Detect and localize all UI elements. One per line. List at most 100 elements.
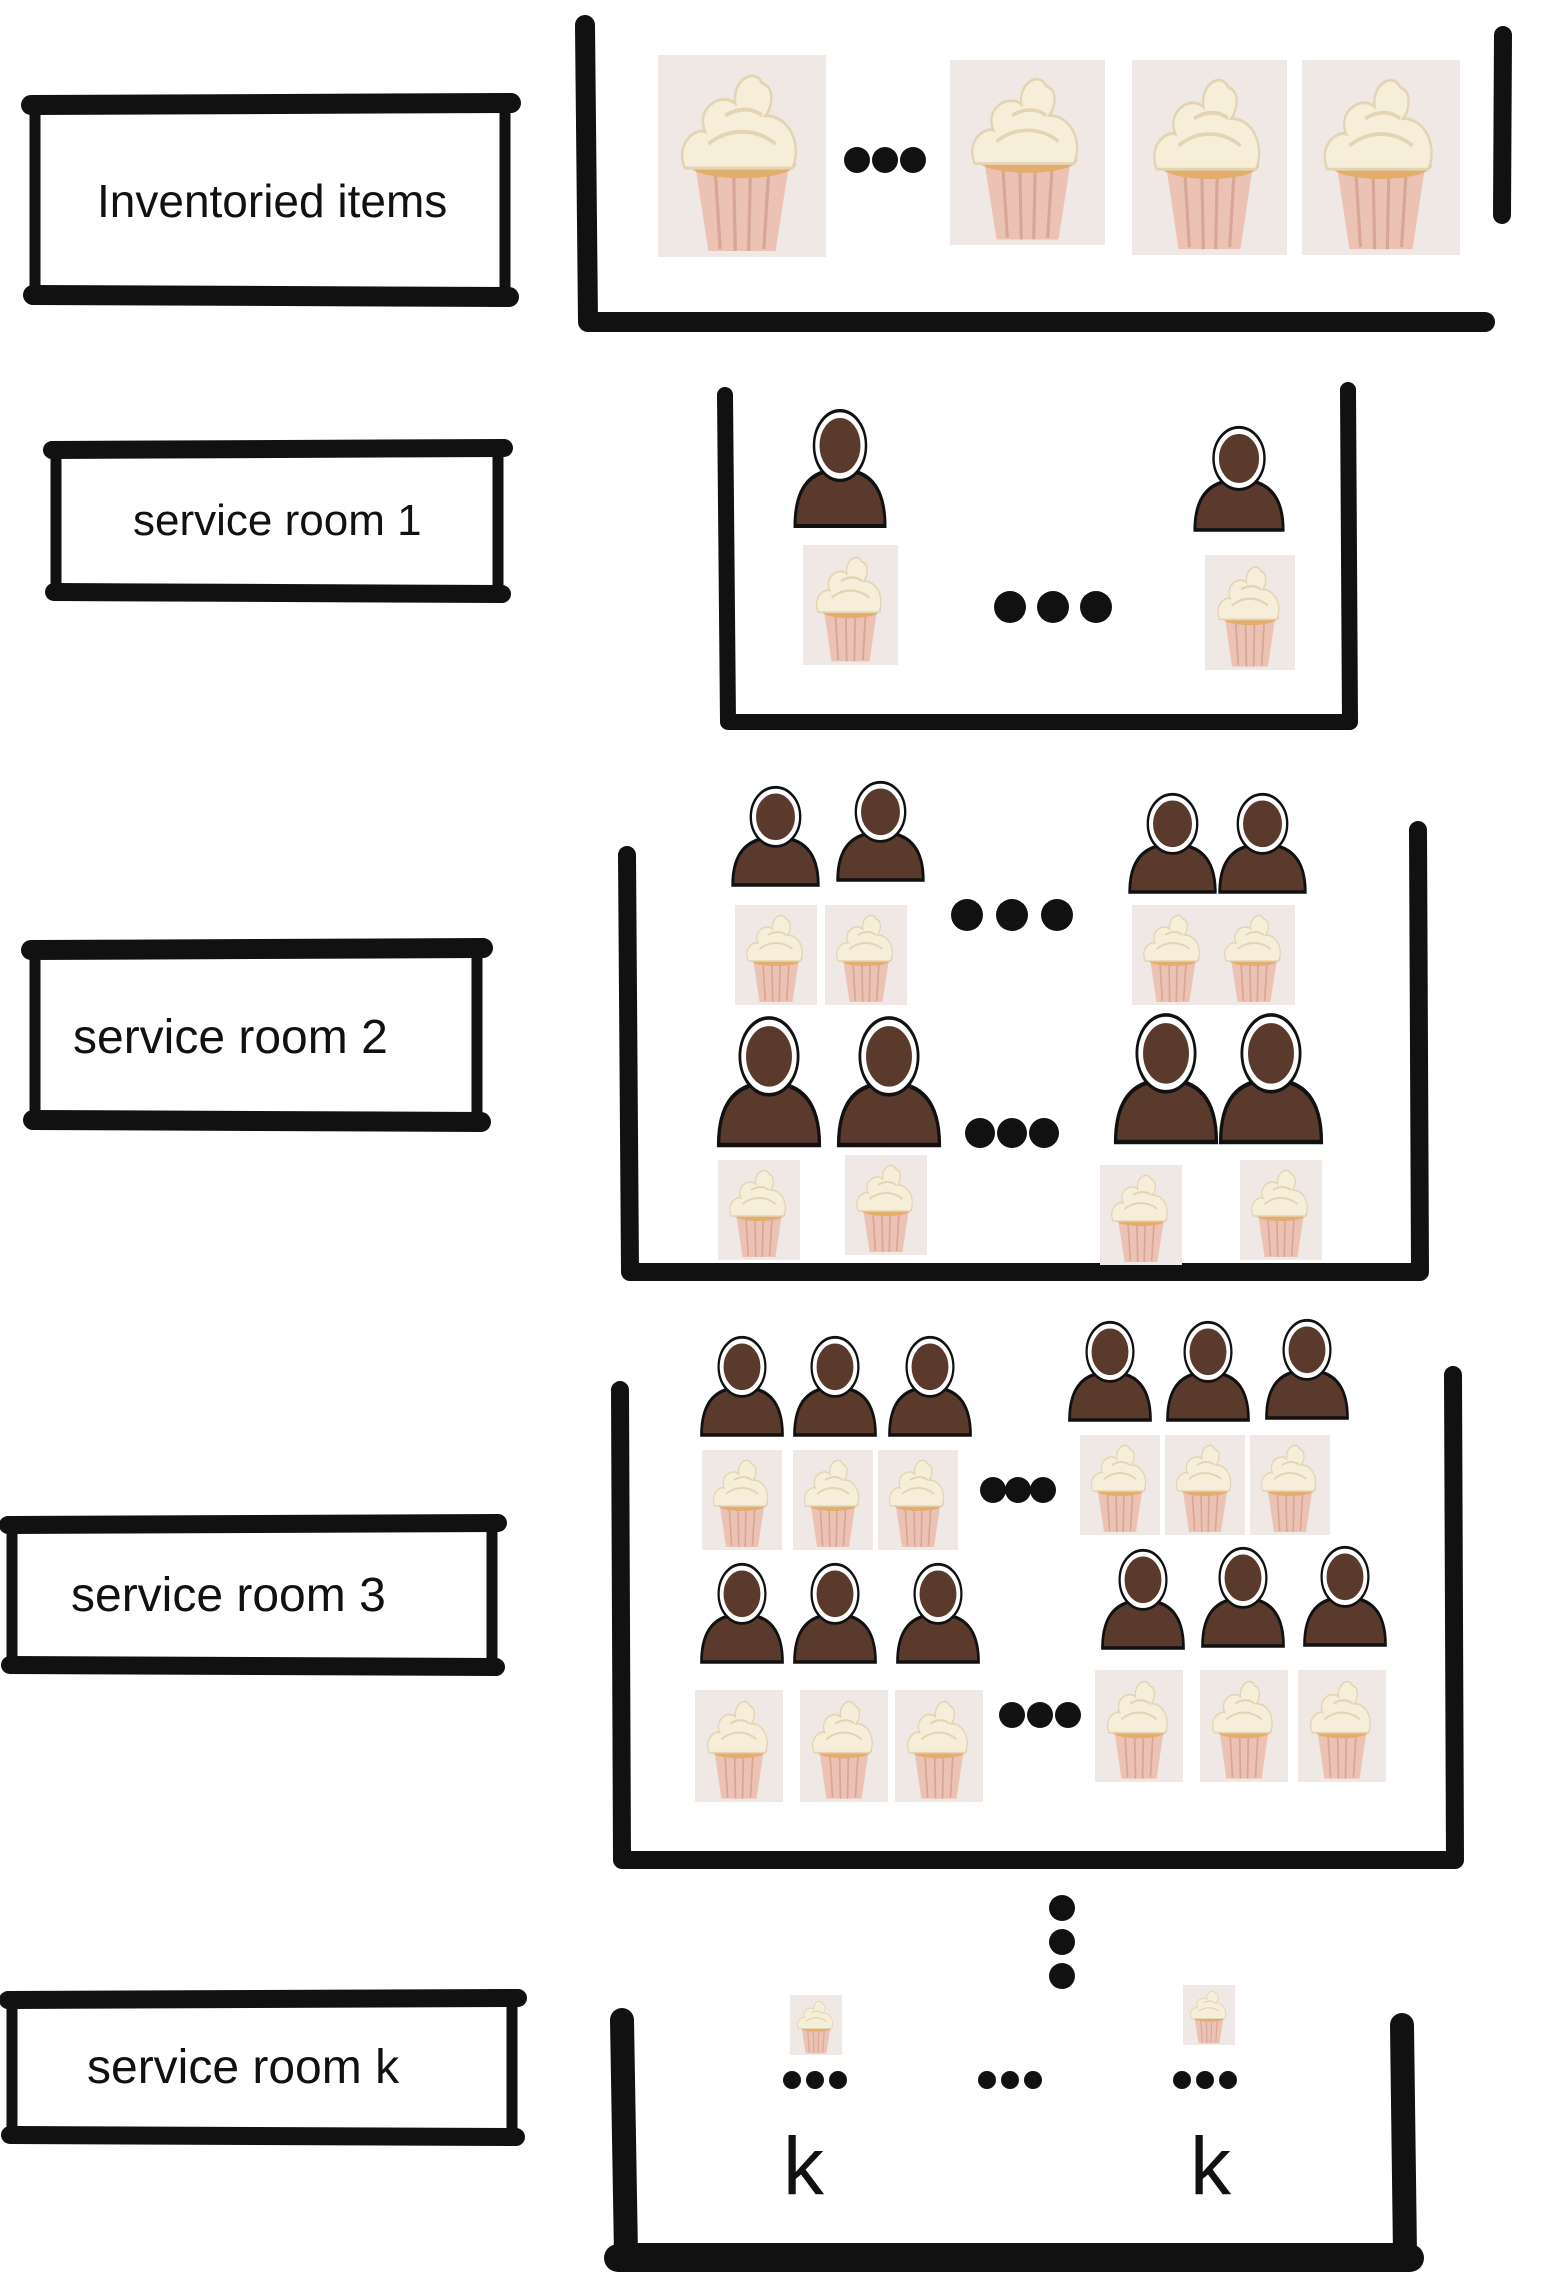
room3-cupcake-icon <box>792 1449 874 1551</box>
room2-label-box-bottom-edge <box>23 1110 491 1132</box>
inventory-container <box>575 15 1495 332</box>
label-boxes <box>0 93 527 2146</box>
roomk-label: service room k <box>87 2041 400 2094</box>
roomk-count-left: k <box>783 2121 824 2212</box>
room2-cupcake-icon <box>717 1159 801 1261</box>
inventory-label-box-top-edge <box>21 93 521 115</box>
room3-cupcake-icon <box>893 1688 985 1804</box>
room2-cupcake-icon <box>1239 1159 1323 1261</box>
inventory-label-box-bottom-edge <box>23 285 519 307</box>
room3-cupcake-icon <box>1198 1668 1290 1784</box>
roomk-ellipsis-icon <box>783 2071 801 2089</box>
room3-person-icon <box>702 1337 783 1435</box>
roomk-ellipsis-icon <box>806 2071 824 2089</box>
room2-person-icon <box>719 1018 820 1145</box>
room3-ellipsis-icon <box>1055 1702 1081 1728</box>
room3-label-box-bottom-edge <box>1 1656 505 1676</box>
roomk-ellipsis-icon <box>978 2071 996 2089</box>
roomk-ellipsis-icon <box>829 2071 847 2089</box>
inventory-ellipsis-icon <box>872 147 898 173</box>
room3-container <box>611 1366 1464 1869</box>
inventory-container-right-wall <box>1493 26 1512 224</box>
room3-ellipsis-icon <box>980 1477 1006 1503</box>
between-rooms-ellipsis-icon <box>1049 1895 1075 1921</box>
room3-person-icon <box>1203 1548 1284 1646</box>
roomk-cupcake-icon <box>1182 1984 1236 2046</box>
room2-ellipsis-icon <box>965 1118 995 1148</box>
room3-label: service room 3 <box>71 1569 386 1622</box>
ellipses <box>783 147 1237 2089</box>
room2-cupcake-icon <box>734 904 818 1006</box>
room3-person-icon <box>795 1564 876 1662</box>
room2-person-icon <box>1221 1015 1322 1142</box>
room1-cupcake-icon <box>1203 553 1297 672</box>
room2-person-icon <box>1116 1015 1217 1142</box>
room1-container <box>717 382 1358 730</box>
room2-cupcake-icon <box>844 1154 928 1256</box>
room2-ellipsis-icon <box>951 899 983 931</box>
room3-ellipsis-icon <box>999 1702 1025 1728</box>
room2-ellipsis-icon <box>996 899 1028 931</box>
room2-ellipsis-icon <box>1041 899 1073 931</box>
room3-person-icon <box>702 1564 783 1662</box>
room2-ellipsis-icon <box>997 1118 1027 1148</box>
room3-person-icon <box>1305 1547 1386 1645</box>
room3-label-box-top-edge <box>0 1514 507 1534</box>
room2-ellipsis-icon <box>1029 1118 1059 1148</box>
inventory-label: Inventoried items <box>97 175 448 227</box>
inventory-ellipsis-icon <box>900 147 926 173</box>
room1-cupcake-icon <box>801 543 900 667</box>
room2-label-box-top-edge <box>21 938 493 960</box>
room1-ellipsis-icon <box>1037 591 1069 623</box>
room2-label: service room 2 <box>73 1011 388 1064</box>
room3-cupcake-icon <box>701 1449 783 1551</box>
room3-person-icon <box>1168 1322 1249 1420</box>
room2-cupcake-icon <box>1131 904 1215 1006</box>
room3-person-icon <box>898 1564 979 1662</box>
room3-person-icon <box>890 1337 971 1435</box>
inventory-cupcake-icon <box>1130 58 1289 257</box>
roomk-count-right: k <box>1190 2121 1231 2212</box>
roomk-label-box-bottom-edge <box>1 2126 525 2146</box>
room3-cupcake-icon <box>1079 1434 1161 1536</box>
items <box>658 55 1462 2056</box>
inventory-cupcake-icon <box>658 55 826 257</box>
room3-cupcake-icon <box>1093 1668 1185 1784</box>
inventory-ellipsis-icon <box>844 147 870 173</box>
room1-label: service room 1 <box>133 496 422 545</box>
between-rooms-ellipsis-icon <box>1049 1963 1075 1989</box>
roomk-cupcake-icon <box>789 1994 843 2056</box>
room3-cupcake-icon <box>1164 1434 1246 1536</box>
roomk-ellipsis-icon <box>1024 2071 1042 2089</box>
room2-person-icon <box>1220 794 1306 892</box>
room3-ellipsis-icon <box>1005 1477 1031 1503</box>
room1-person-icon <box>795 411 885 526</box>
room3-person-icon <box>1103 1550 1184 1648</box>
room3-cupcake-icon <box>877 1449 959 1551</box>
room3-cupcake-icon <box>1296 1668 1388 1784</box>
room3-person-icon <box>1267 1320 1348 1418</box>
between-rooms-ellipsis-icon <box>1049 1929 1075 1955</box>
room2-cupcake-icon <box>1212 904 1296 1006</box>
room3-person-icon <box>795 1337 876 1435</box>
room2-cupcake-icon <box>824 904 908 1006</box>
room1-ellipsis-icon <box>994 591 1026 623</box>
room1-label-box-top-edge <box>43 439 513 459</box>
room2-person-icon <box>1130 794 1216 892</box>
room2-container <box>618 821 1429 1281</box>
room1-ellipsis-icon <box>1080 591 1112 623</box>
inventory-cupcake-icon <box>948 58 1107 247</box>
roomk-container <box>610 2008 1417 2267</box>
room3-cupcake-icon <box>798 1688 890 1804</box>
roomk-label-box-top-edge <box>0 1989 527 2009</box>
room1-label-box-bottom-edge <box>45 583 511 603</box>
room3-ellipsis-icon <box>1030 1477 1056 1503</box>
inventory-cupcake-icon <box>1300 58 1462 257</box>
roomk-ellipsis-icon <box>1173 2071 1191 2089</box>
roomk-ellipsis-icon <box>1196 2071 1214 2089</box>
room1-person-icon <box>1195 427 1283 530</box>
room2-person-icon <box>838 782 924 880</box>
room3-cupcake-icon <box>1249 1434 1331 1536</box>
